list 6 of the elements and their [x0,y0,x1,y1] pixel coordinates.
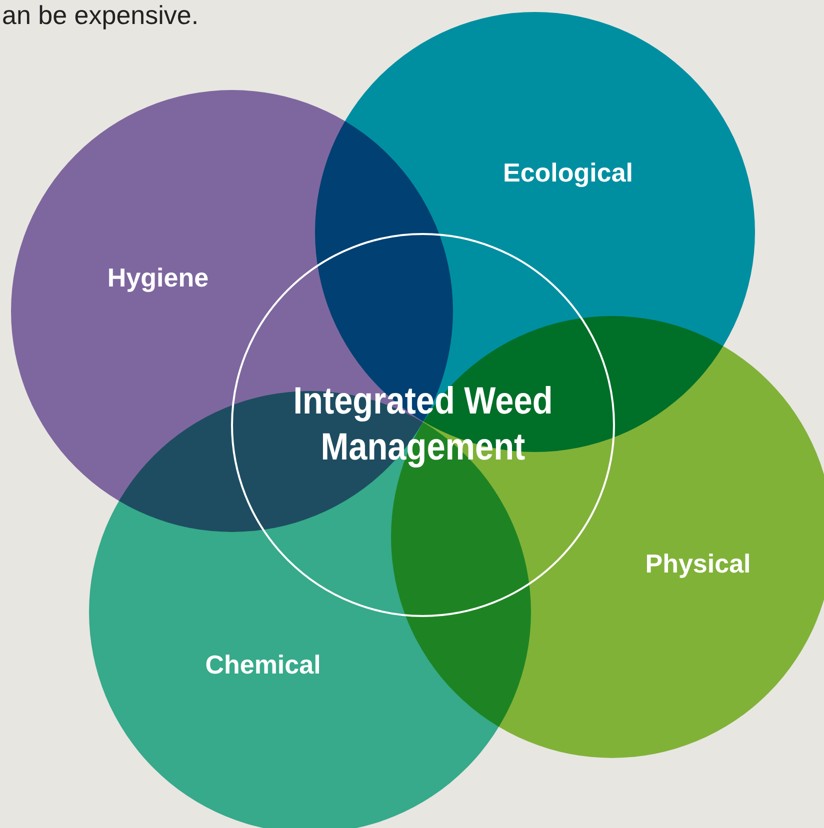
intro-text: an be expensive. [2,0,199,30]
center-title: Integrated Weed Management [292,379,554,470]
circle-label: Chemical [205,650,321,680]
circle-label: Physical [645,548,751,580]
circle-label: Hygiene [107,262,209,294]
circle-label: Ecological [502,158,634,188]
